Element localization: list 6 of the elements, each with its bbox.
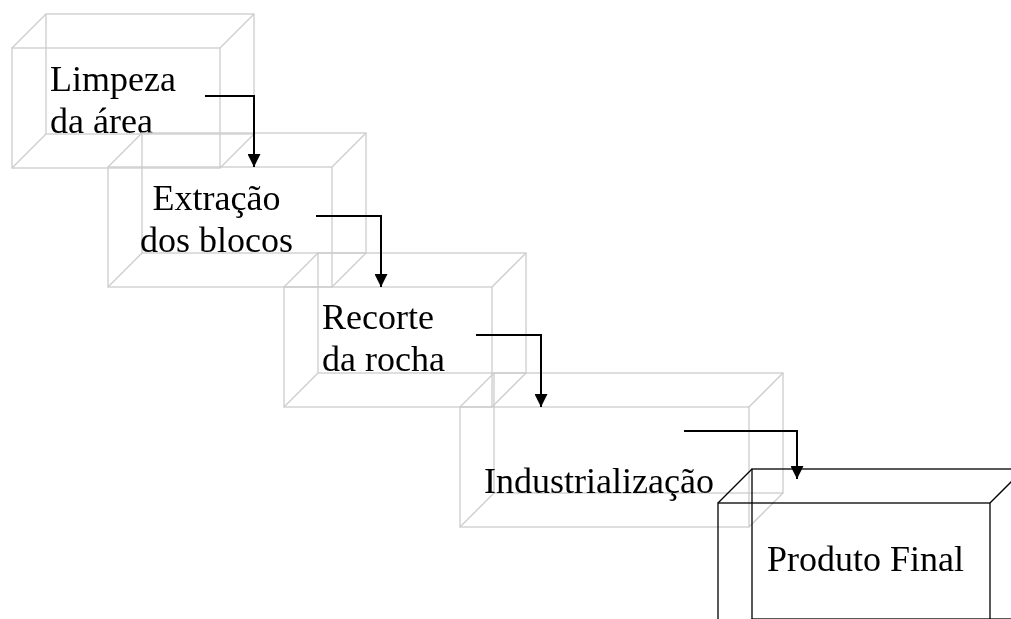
arrow [204,95,261,168]
step-label: Extração dos blocos [139,177,294,261]
step-label: Recorte da rocha [322,296,446,380]
step-label: Produto Final [767,538,965,580]
step-label: Limpeza da área [50,58,177,142]
step-label: Industrialização [484,460,715,502]
